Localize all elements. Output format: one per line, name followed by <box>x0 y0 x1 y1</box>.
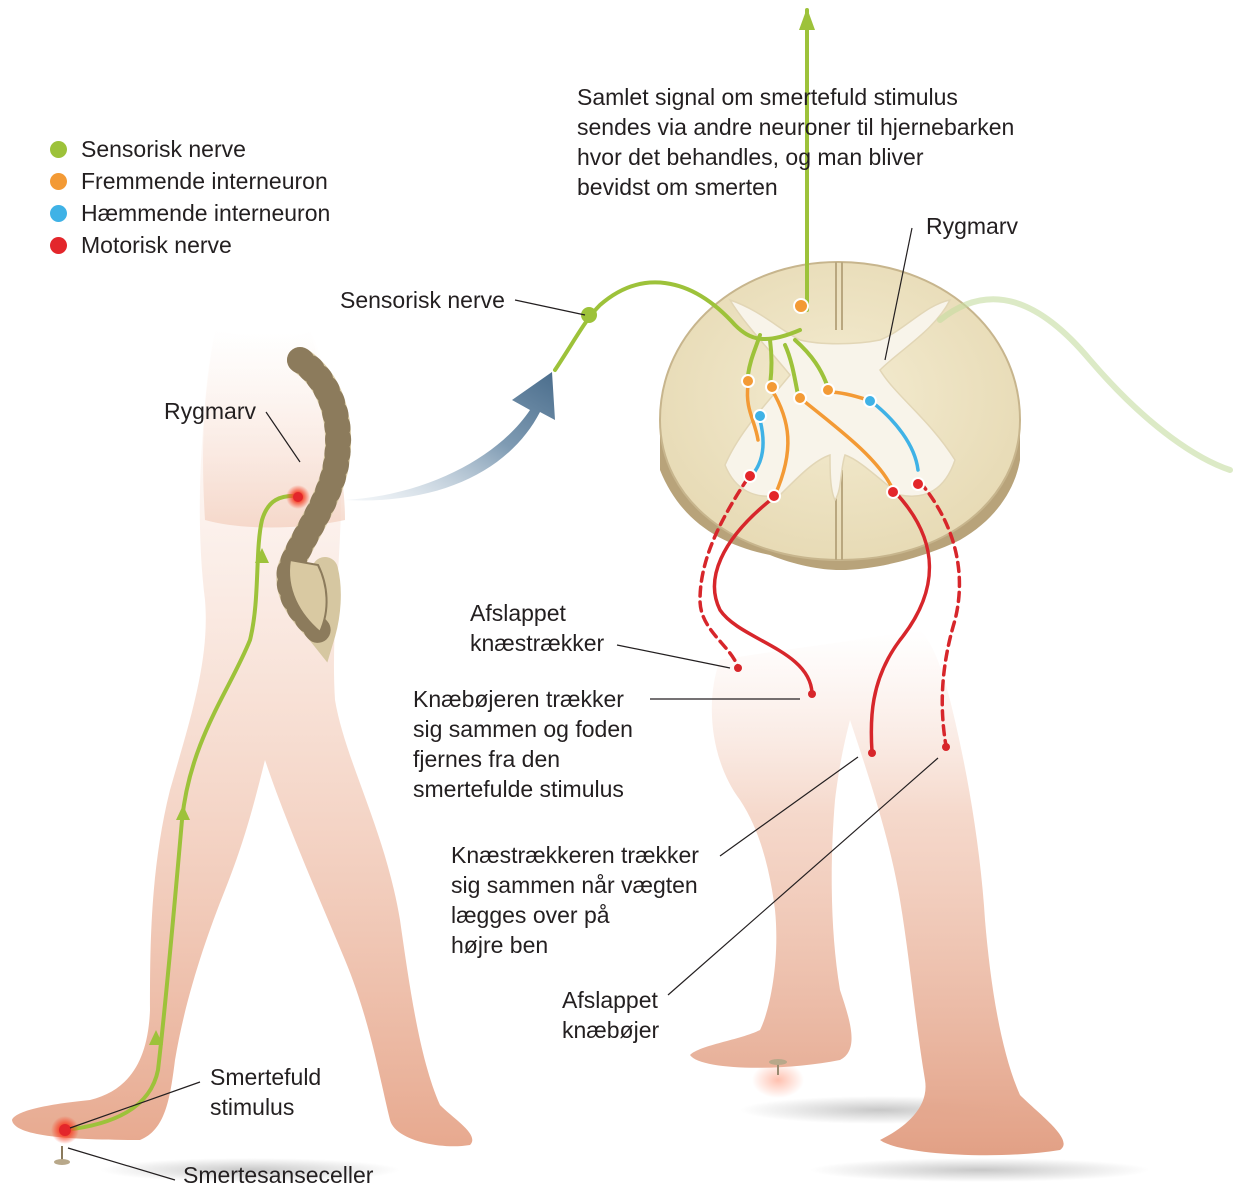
label-knaestraekker-2: sig sammen når vægten <box>451 870 698 900</box>
label-knaestraekker-3: lægges over på <box>451 900 610 930</box>
label-knaeboejer-2: sig sammen og foden <box>413 714 633 744</box>
label-rygmarv-spine: Rygmarv <box>164 396 256 426</box>
label-knaeboejer-1: Knæbøjeren trækker <box>413 684 624 714</box>
right-legs-figure <box>690 630 1150 1182</box>
label-knaeboejer-3: fjernes fra den <box>413 744 560 774</box>
orange-dot-icon <box>50 173 67 190</box>
label-smertefuld-2: stimulus <box>210 1092 294 1122</box>
label-knaestraekker-1: Knæstrækkeren trækker <box>451 840 699 870</box>
legend-item-excitatory: Fremmende interneuron <box>48 166 330 198</box>
legend-item-sensory: Sensorisk nerve <box>48 134 330 166</box>
legend-item-motor: Motorisk nerve <box>48 230 330 262</box>
label-afslappet-knaestraekker-1: Afslappet <box>470 598 566 628</box>
left-leg-figure <box>12 330 472 1182</box>
signal-text-line1: Samlet signal om smertefuld stimulus <box>577 82 958 112</box>
label-knaeboejer-4: smertefulde stimulus <box>413 774 624 804</box>
legend-label: Motorisk nerve <box>81 232 232 258</box>
pain-pin <box>54 1146 70 1165</box>
legend-item-inhibitory: Hæmmende interneuron <box>48 198 330 230</box>
label-afslappet-knaestraekker-2: knæstrækker <box>470 628 604 658</box>
label-afslappet-knaeboejer-1: Afslappet <box>562 985 658 1015</box>
label-knaestraekker-4: højre ben <box>451 930 548 960</box>
green-dot-icon <box>50 141 67 158</box>
legend-label: Sensorisk nerve <box>81 136 246 162</box>
spinal-cord-section <box>660 262 1020 570</box>
legend-label: Hæmmende interneuron <box>81 200 330 226</box>
label-smertefuld-1: Smertefuld <box>210 1062 321 1092</box>
label-smertesanseceller: Smertesanseceller <box>183 1160 373 1190</box>
legend: Sensorisk nerve Fremmende interneuron Hæ… <box>48 134 330 262</box>
red-dot-icon <box>50 237 67 254</box>
signal-text-line3: hvor det behandles, og man bliver <box>577 142 924 172</box>
legend-label: Fremmende interneuron <box>81 168 328 194</box>
curved-arrow <box>345 372 555 500</box>
label-sensorisk-nerve: Sensorisk nerve <box>340 285 505 315</box>
label-afslappet-knaeboejer-2: knæbøjer <box>562 1015 659 1045</box>
signal-text-line2: sendes via andre neuroner til hjernebark… <box>577 112 1014 142</box>
blue-dot-icon <box>50 205 67 222</box>
signal-text-line4: bevidst om smerten <box>577 172 778 202</box>
label-rygmarv-cord: Rygmarv <box>926 211 1018 241</box>
upward-arrowhead <box>799 8 815 30</box>
